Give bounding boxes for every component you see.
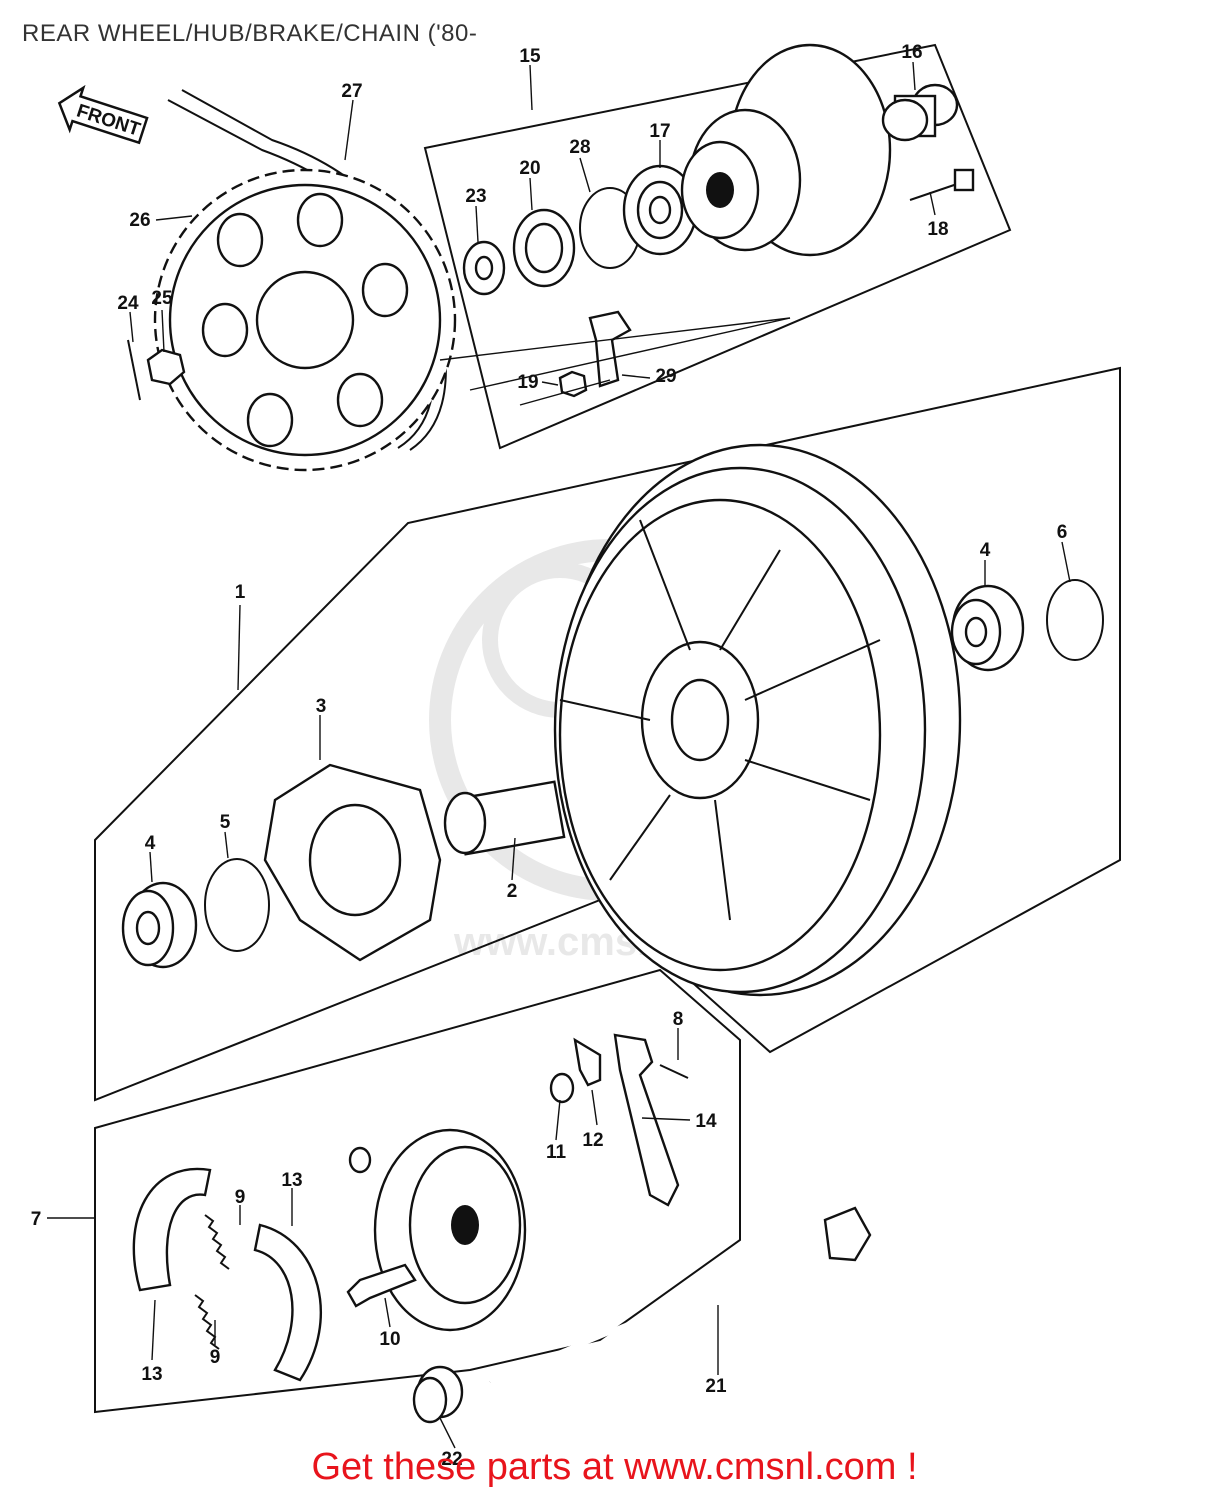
o-ring <box>204 858 270 952</box>
ref-12: 12 <box>582 1130 603 1151</box>
ref-4a: 4 <box>145 833 156 854</box>
sprocket-hub <box>680 43 892 257</box>
ref-26: 26 <box>129 210 150 231</box>
hub-damper <box>263 763 442 962</box>
ref-13a: 13 <box>281 1170 302 1191</box>
ref-19: 19 <box>517 372 538 393</box>
ref-14: 14 <box>695 1111 717 1132</box>
ref-25: 25 <box>151 288 173 309</box>
cam-washer <box>549 1072 575 1104</box>
ref-11: 11 <box>546 1142 567 1163</box>
wheel-circlip <box>1046 579 1104 661</box>
brake-lever <box>613 1033 680 1207</box>
brake-shoe-lower <box>253 1223 322 1382</box>
page-title: REAR WHEEL/HUB/BRAKE/CHAIN ('80- <box>22 20 478 47</box>
ref-6: 6 <box>1057 522 1068 543</box>
ref-21: 21 <box>705 1376 727 1397</box>
ref-7: 7 <box>31 1209 42 1230</box>
ref-labels: 1 2 3 4 4 5 6 7 8 9 9 10 11 12 13 13 14 … <box>31 42 1068 1470</box>
brake-spring-lower <box>194 1294 220 1350</box>
ref-27: 27 <box>341 81 362 102</box>
wheel-spacer <box>443 780 566 856</box>
brake-cam <box>346 1263 417 1308</box>
ref-8: 8 <box>673 1009 684 1030</box>
brake-spring-upper <box>204 1214 230 1270</box>
ref-2: 2 <box>507 881 518 902</box>
front-arrow-icon: FRONT <box>57 84 149 145</box>
ref-13b: 13 <box>141 1364 162 1385</box>
hub-collar <box>462 240 506 296</box>
ref-22: 22 <box>441 1449 462 1470</box>
brake-shoe-upper <box>132 1167 212 1292</box>
lever-bolt <box>659 1064 689 1079</box>
brake-group-frame <box>94 968 741 1414</box>
wheel-group-frame <box>94 366 1121 1102</box>
wear-indicator <box>573 1037 602 1087</box>
wheel-bearing-left <box>121 881 198 969</box>
ref-1: 1 <box>235 582 246 603</box>
hub-spacer <box>881 83 959 142</box>
ref-23: 23 <box>465 186 486 207</box>
cotter-pin <box>127 339 141 401</box>
ref-16: 16 <box>901 42 922 63</box>
lock-plate <box>588 310 632 388</box>
rear-wheel <box>553 443 962 997</box>
hub-bolt <box>909 168 975 201</box>
wheel-bearing-right <box>950 584 1025 672</box>
sprocket-nut <box>146 348 186 386</box>
ref-3: 3 <box>316 696 327 717</box>
axle-collar <box>412 1365 464 1424</box>
ref-9a: 9 <box>235 1187 246 1208</box>
oil-seal <box>512 208 576 288</box>
ref-4b: 4 <box>980 540 991 561</box>
ref-20: 20 <box>519 158 540 179</box>
ref-5: 5 <box>220 812 231 833</box>
rear-sprocket <box>153 168 457 472</box>
ref-24: 24 <box>117 293 139 314</box>
lock-nut <box>558 370 588 398</box>
ref-9b: 9 <box>210 1347 221 1368</box>
ref-10: 10 <box>379 1329 400 1350</box>
brake-panel <box>348 1128 527 1332</box>
ref-17: 17 <box>649 121 670 142</box>
ref-28: 28 <box>569 137 590 158</box>
promo-link[interactable]: Get these parts at www.cmsnl.com ! <box>311 1446 918 1488</box>
rear-axle <box>489 1206 872 1385</box>
leader-lines <box>47 61 1071 1449</box>
hub-bearing <box>622 164 698 256</box>
ref-29: 29 <box>655 366 676 387</box>
ref-15: 15 <box>519 46 541 67</box>
ref-18: 18 <box>927 219 948 240</box>
